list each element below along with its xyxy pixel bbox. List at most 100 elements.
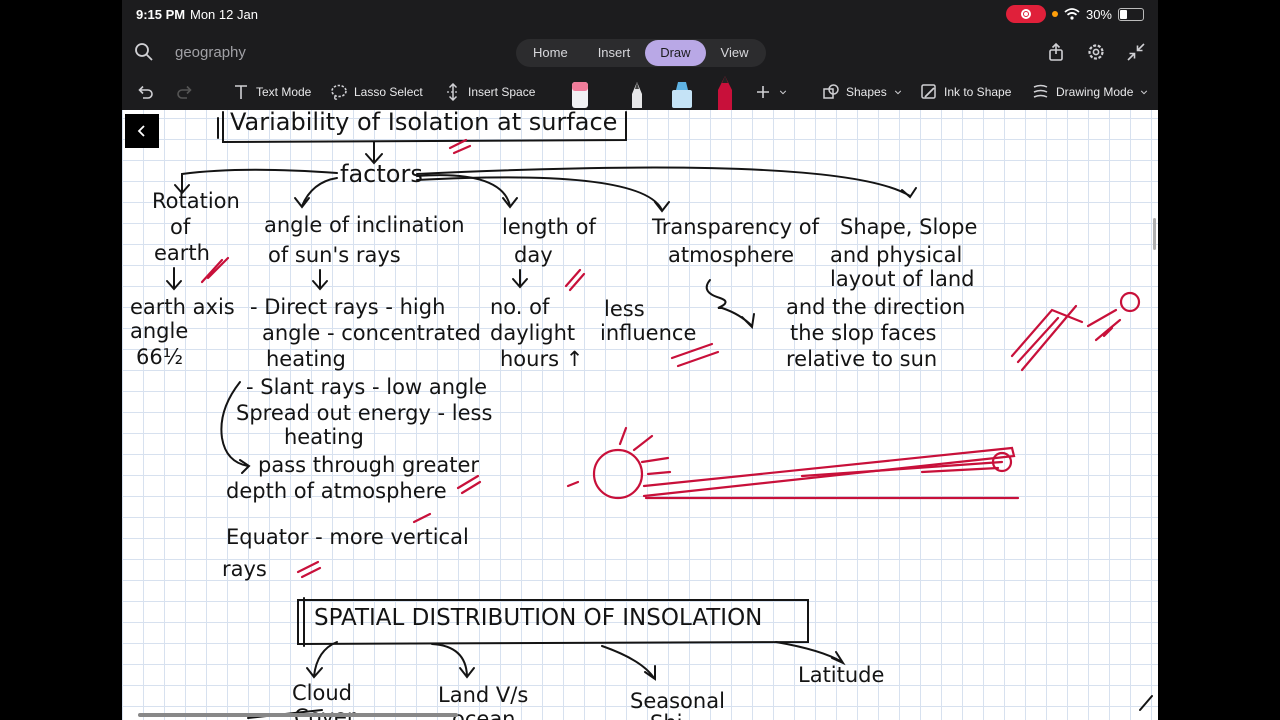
less-influence-2: influence [600, 321, 697, 345]
tab-insert[interactable]: Insert [597, 45, 631, 60]
eraser-icon[interactable] [572, 82, 588, 108]
earth-axis: earth axis [130, 295, 235, 319]
daylight-hours-2: daylight [490, 321, 576, 345]
direct-rays-3: heating [266, 347, 346, 371]
battery-percent: 30% [1085, 6, 1112, 22]
share-icon[interactable] [1046, 42, 1066, 62]
status-bar: 9:15 PM Mon 12 Jan 30% [122, 0, 1158, 30]
insert-space-button[interactable]: Insert Space [444, 82, 535, 102]
ink-to-shape-button[interactable]: Ink to Shape [920, 82, 1011, 102]
earth-axis-2: angle [130, 319, 189, 343]
branch-rotation [174, 168, 338, 195]
vertical-scrollbar[interactable] [1153, 218, 1156, 250]
slope-direction-2: the slop faces [790, 321, 937, 345]
spatial-cloud: Cloud [292, 681, 352, 705]
factors-label: factors [340, 160, 423, 188]
note-title: Variability of Isolation at surface [230, 110, 618, 136]
branch-transparency [416, 176, 670, 213]
branch-shape [416, 166, 917, 199]
factor-rotation-3: earth [154, 241, 210, 265]
equator-note: Equator - more vertical [226, 525, 469, 549]
document-title[interactable]: geography [175, 44, 246, 61]
ink-to-shape-label: Ink to Shape [944, 85, 1012, 99]
draw-toolbar: Text Mode Lasso Select Insert Space Shap… [122, 74, 1158, 110]
drawing-mode-button[interactable]: Drawing Mode [1032, 82, 1149, 102]
slant-rays-2: Spread out energy - less [236, 401, 493, 425]
lasso-icon [331, 84, 347, 100]
pencil-icon[interactable] [632, 82, 642, 108]
tab-draw[interactable]: Draw [645, 40, 706, 66]
record-icon [1020, 9, 1031, 19]
factor-shape-2: and physical [830, 243, 963, 267]
sun-sketch-small [1119, 291, 1141, 313]
lasso-select-button[interactable]: Lasso Select [330, 82, 423, 102]
redo-button[interactable] [176, 82, 194, 102]
factor-angle: angle of inclination [264, 213, 465, 237]
gear-icon[interactable] [1086, 42, 1106, 62]
factor-angle-2: of sun's rays [268, 243, 401, 267]
title-box [222, 111, 627, 144]
greater-depth-2: depth of atmosphere [226, 479, 447, 503]
insert-space-icon [447, 83, 459, 101]
add-pen-button[interactable] [754, 82, 788, 102]
earth-axis-3: 66½ [136, 345, 184, 369]
spatial-seasonal: Seasonal [630, 689, 725, 713]
factor-transparency: Transparency of [652, 215, 819, 239]
horizontal-scrollbar[interactable] [138, 713, 458, 717]
ink-strokes [166, 111, 1153, 719]
undo-button[interactable] [136, 82, 154, 102]
chevron-down-icon [1141, 90, 1148, 95]
less-influence: less [604, 297, 645, 321]
back-button[interactable] [125, 114, 159, 148]
daylight-hours: no. of [490, 295, 550, 319]
redo-icon [177, 85, 192, 99]
undo-icon [138, 85, 153, 99]
screen-record-indicator[interactable] [1005, 5, 1046, 23]
note-canvas[interactable]: Variability of Isolation at surface fact… [122, 110, 1158, 720]
spatial-seasonal-2: Shi [650, 712, 682, 720]
slope-direction-3: relative to sun [786, 347, 938, 371]
status-right: 30% [1005, 5, 1144, 23]
ink-to-shape-icon [921, 84, 936, 99]
text-mode-button[interactable]: Text Mode [232, 82, 311, 102]
equator-note-2: rays [222, 557, 267, 581]
arrow-to-factors [365, 141, 383, 165]
search-icon[interactable] [134, 42, 154, 62]
slant-rays-3: heating [284, 425, 364, 449]
tab-view[interactable]: View [720, 45, 749, 60]
status-time: 9:15 PM [136, 7, 186, 22]
highlighter-icon[interactable] [672, 82, 692, 108]
slant-rays: - Slant rays - low angle [246, 375, 488, 399]
shapes-icon [823, 84, 839, 99]
factor-rotation: Rotation [152, 189, 240, 213]
chevron-left-icon [137, 125, 145, 137]
factor-rotation-2: of [170, 215, 191, 239]
ribbon-tabs: Home Insert Draw View [516, 39, 766, 67]
chevron-down-icon [894, 90, 901, 95]
spatial-distribution-title: SPATIAL DISTRIBUTION OF INSOLATION [314, 605, 763, 631]
title-bar-actions [1046, 42, 1146, 62]
letterbox-left [0, 0, 122, 720]
red-pen-icon[interactable] [710, 74, 740, 110]
factor-shape-3: layout of land [830, 267, 975, 291]
drawing-mode-label: Drawing Mode [1056, 85, 1134, 99]
letterbox-right [1158, 0, 1280, 720]
spatial-latitude: Latitude [798, 663, 885, 687]
title-bar: geography Home Insert Draw View [122, 30, 1158, 74]
text-cursor-icon [235, 85, 247, 99]
red-annotations [200, 138, 1141, 579]
slope-direction: and the direction [786, 295, 966, 319]
spatial-land-ocean: Land V/s [438, 683, 529, 707]
daylight-hours-3: hours ↑ [500, 347, 584, 371]
tab-home[interactable]: Home [533, 45, 568, 60]
factor-shape: Shape, Slope [840, 215, 978, 239]
chevron-down-icon [779, 90, 787, 95]
battery-icon [1118, 7, 1144, 21]
status-date: Mon 12 Jan [190, 7, 258, 22]
drawing-mode-icon [1033, 84, 1048, 98]
factor-length: length of [502, 215, 596, 239]
factor-length-2: day [514, 243, 553, 267]
collapse-icon[interactable] [1126, 42, 1146, 62]
shapes-button[interactable]: Shapes [822, 82, 903, 102]
branch-length [416, 174, 518, 209]
